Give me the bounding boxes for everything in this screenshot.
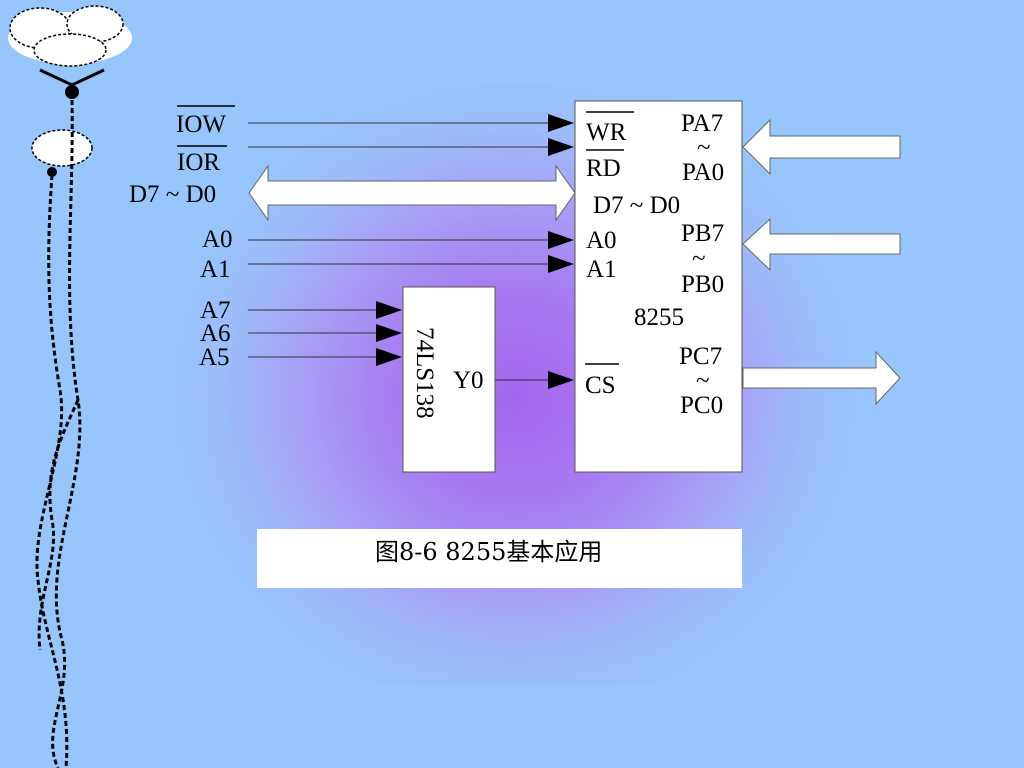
pin-pc-tilde: ~ — [696, 367, 710, 394]
pin-pa0: PA0 — [682, 159, 724, 186]
arrow-cs-icon — [548, 371, 574, 389]
pin-pc0: PC0 — [680, 392, 723, 419]
data-bus-double-arrow-icon — [248, 164, 576, 222]
label-a5: A5 — [199, 344, 230, 371]
arrow-ior-icon — [548, 138, 574, 156]
flower-bud-icon — [31, 129, 93, 177]
label-iow: IOW — [176, 111, 226, 138]
arrow-a6-icon — [376, 324, 402, 342]
pin-pb7: PB7 — [681, 220, 724, 247]
label-data-bus-left: D7 ~ D0 — [129, 181, 216, 208]
label-a6: A6 — [200, 320, 231, 347]
arrowheads — [376, 114, 574, 389]
arrow-a5-icon — [376, 348, 402, 366]
figure-caption: 图8-6 8255基本应用 — [375, 538, 603, 566]
port-b-input-arrow-icon — [742, 217, 901, 272]
pin-cs: CS — [585, 372, 616, 399]
pin-rd: RD — [586, 155, 621, 182]
pin-a1: A1 — [586, 256, 617, 283]
decoder-name: 74LS138 — [411, 327, 438, 419]
decoder-output-y0: Y0 — [453, 367, 484, 394]
label-a7: A7 — [200, 297, 231, 324]
pin-pb-tilde: ~ — [692, 245, 706, 272]
vine-stems — [35, 99, 82, 768]
flower-top-icon — [8, 5, 132, 99]
caption-box — [257, 529, 742, 588]
label-a0-left: A0 — [202, 226, 233, 253]
pin-pa7: PA7 — [681, 110, 723, 137]
port-c-output-arrow-icon — [742, 350, 901, 406]
overbars — [177, 105, 634, 365]
arrow-a1-icon — [548, 255, 574, 273]
chip-8255-box — [574, 100, 743, 473]
arrow-iow-icon — [548, 114, 574, 132]
port-a-input-arrow-icon — [742, 118, 901, 176]
pin-pa-tilde: ~ — [697, 134, 711, 161]
pin-a0: A0 — [586, 227, 617, 254]
arrow-a7-icon — [376, 301, 402, 319]
label-ior: IOR — [177, 149, 220, 176]
pin-pb0: PB0 — [681, 271, 724, 298]
chip-name: 8255 — [634, 304, 684, 331]
arrow-a0-icon — [548, 231, 574, 249]
label-a1-left: A1 — [200, 256, 231, 283]
flower-vine-decoration — [8, 5, 132, 768]
signal-lines — [248, 122, 552, 381]
decoder-74ls138-box — [402, 286, 496, 473]
pin-pc7: PC7 — [679, 343, 722, 370]
pin-wr: WR — [586, 119, 627, 146]
pin-data-bus: D7 ~ D0 — [593, 192, 680, 219]
